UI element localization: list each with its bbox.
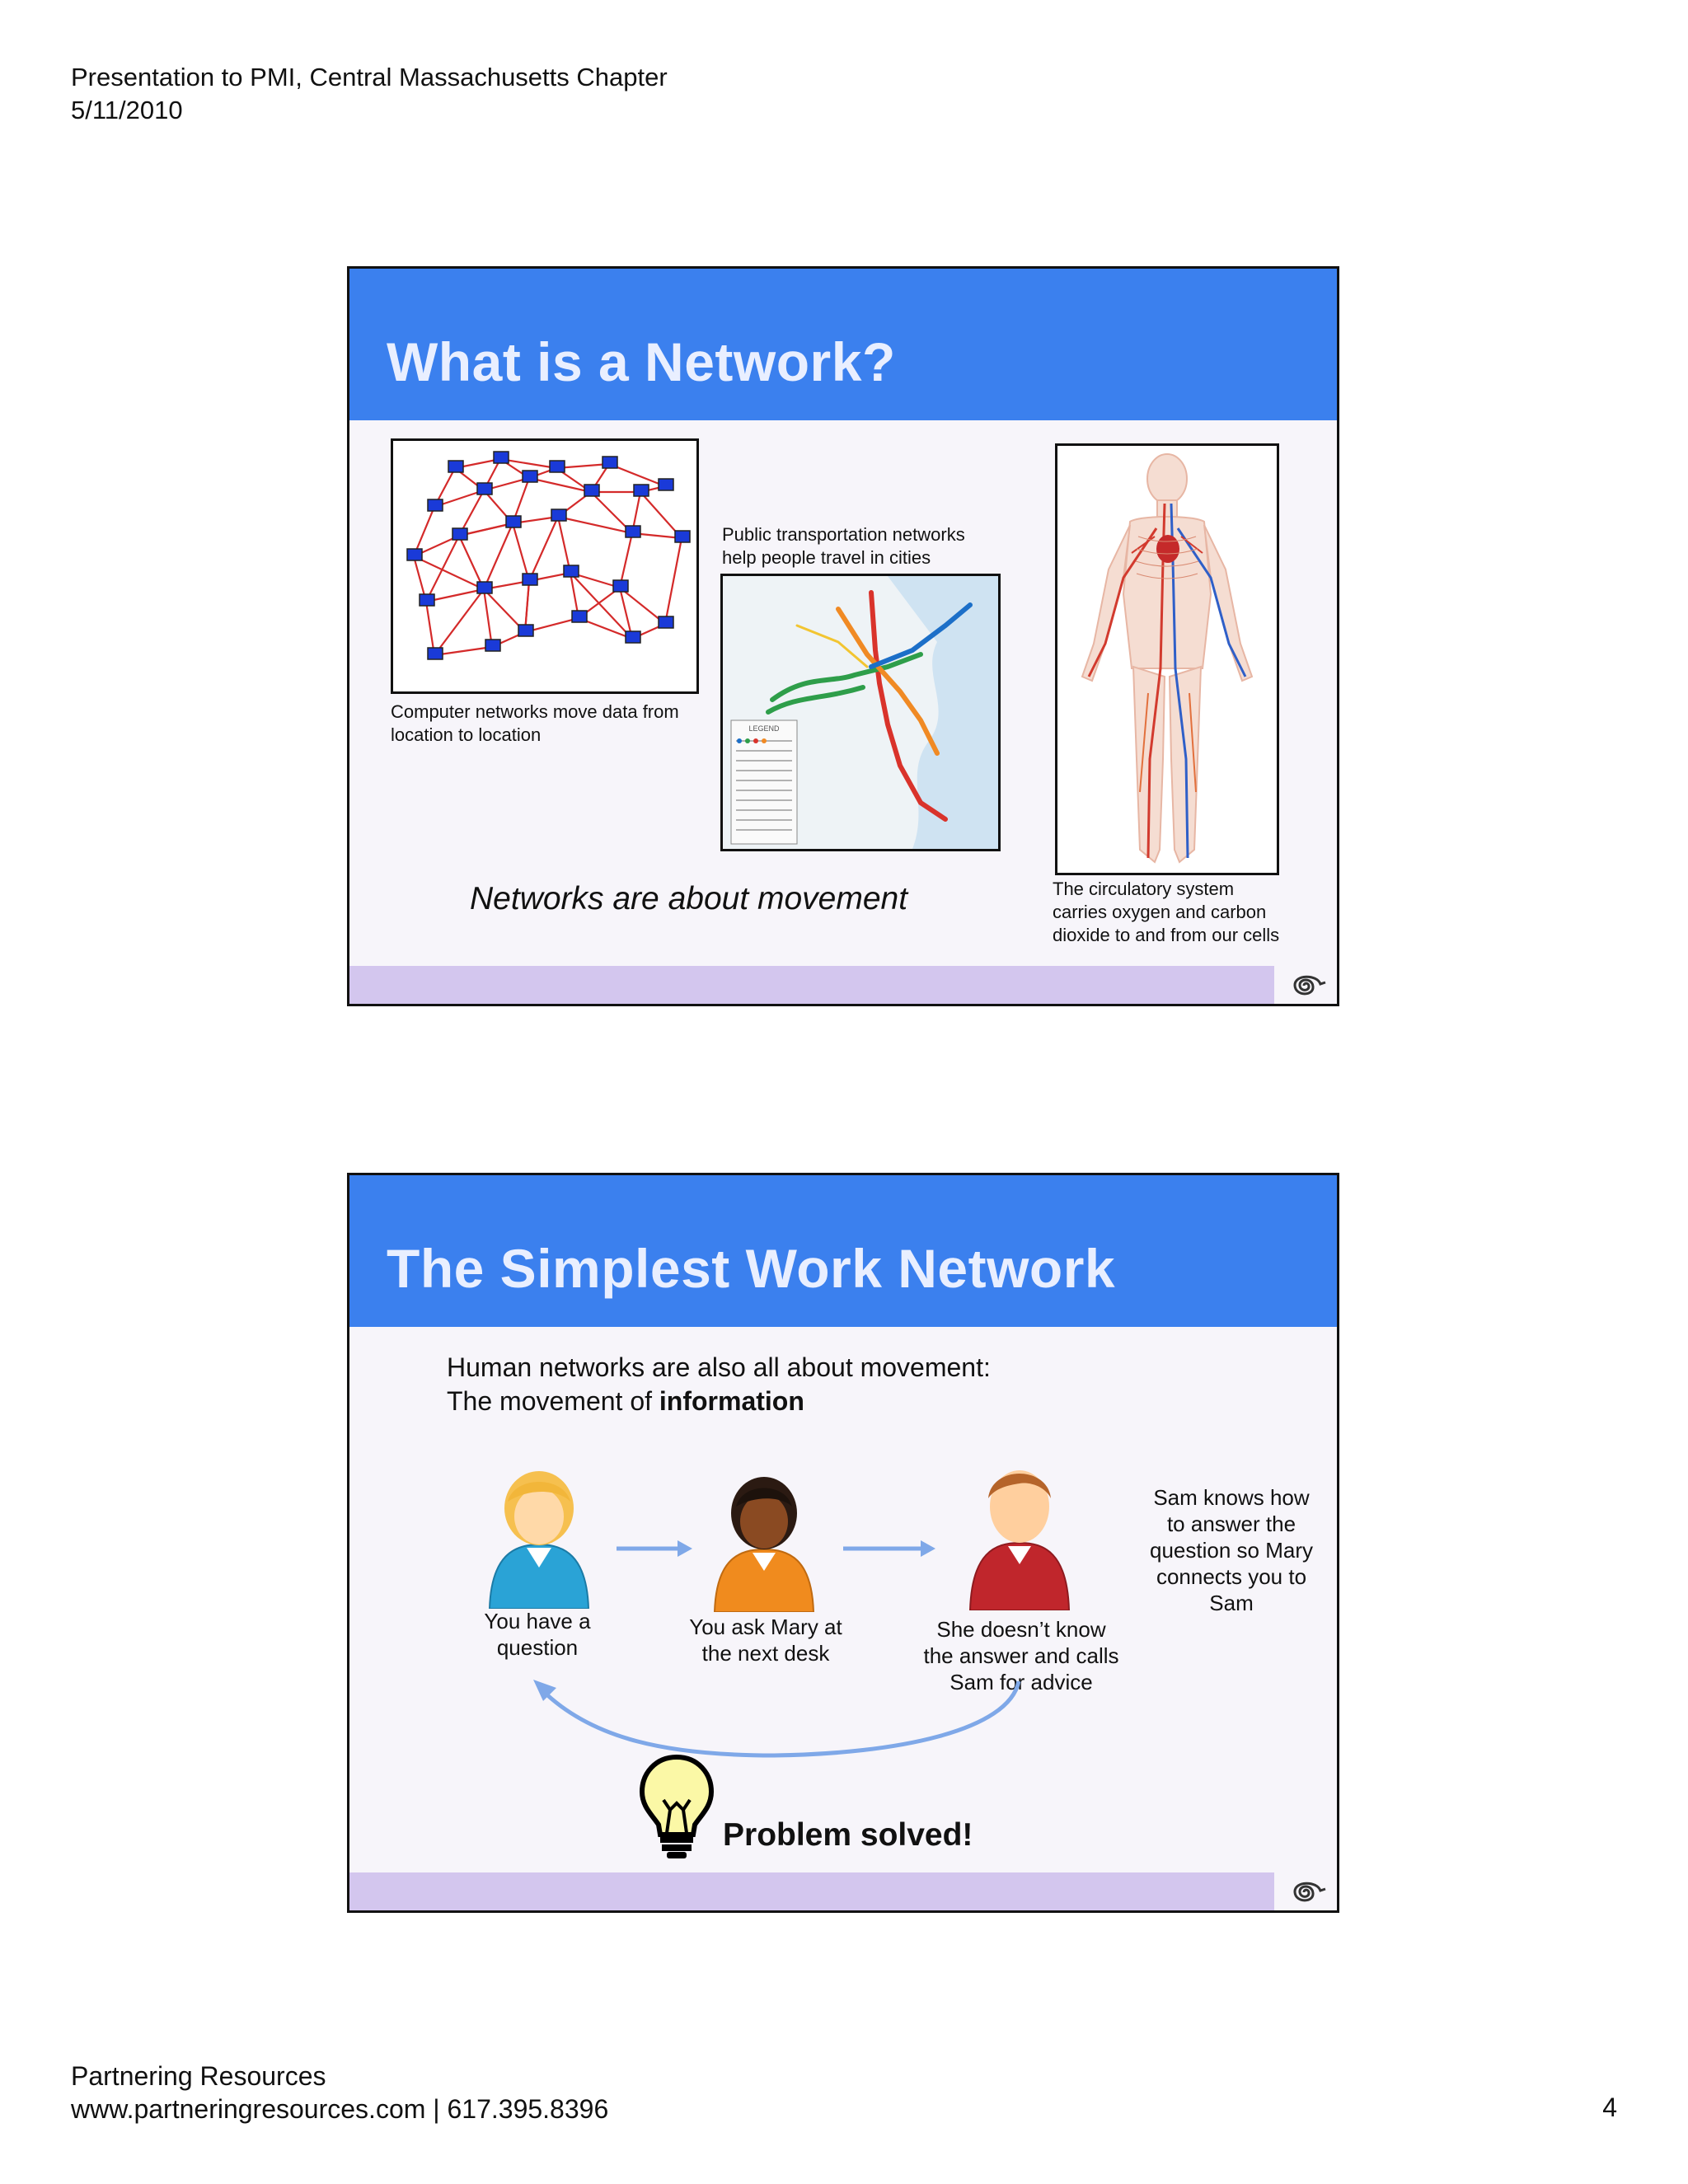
mary-caption-line1: You ask Mary at [689, 1615, 842, 1639]
transit-caption-line2: help people travel in cities [722, 547, 931, 568]
page-number: 4 [1602, 2093, 1617, 2122]
document-header-title: Presentation to PMI, Central Massachuset… [71, 63, 668, 91]
footer-contact: www.partneringresources.com | 617.395.83… [71, 2094, 609, 2124]
slide-title-bar: What is a Network? [349, 269, 1337, 420]
lightbulb-icon [639, 1754, 715, 1858]
spiral-logo-icon [1293, 1882, 1326, 1902]
transit-legend-title: LEGEND [748, 724, 780, 733]
curved-return-arrow-icon [533, 1680, 1021, 1758]
networks-tagline: Networks are about movement [470, 881, 908, 916]
intro-line1: Human networks are also all about moveme… [447, 1352, 991, 1382]
sam-caption: Sam knows how to answer the question so … [1137, 1484, 1326, 1616]
intro-line2-prefix: The movement of [447, 1386, 659, 1416]
slide-title-bar: The Simplest Work Network [349, 1175, 1337, 1327]
person-mary-icon [713, 1477, 815, 1612]
slide-title: The Simplest Work Network [387, 1238, 1116, 1299]
person-sam-icon [968, 1470, 1071, 1610]
circulatory-caption-line3: dioxide to and from our cells [1053, 925, 1280, 945]
she-caption-line1: She doesn’t know [936, 1617, 1106, 1642]
arrow-right-icon [617, 1540, 692, 1557]
you-caption: You have a question [455, 1608, 620, 1661]
transit-map: LEGEND [730, 576, 998, 849]
arrow-right-icon [843, 1540, 935, 1557]
computer-network-diagram [406, 451, 691, 660]
circulatory-caption-line1: The circulatory system [1053, 879, 1235, 899]
she-caption-line2: the answer and calls [923, 1643, 1119, 1668]
mary-caption-line2: the next desk [701, 1641, 830, 1666]
footer-company: Partnering Resources [71, 2061, 326, 2091]
intro-line2: The movement of information [447, 1385, 804, 1418]
you-caption-line2: question [496, 1635, 579, 1660]
sam-caption-line3: question so Mary [1150, 1538, 1313, 1563]
circulatory-caption-line2: carries oxygen and carbon [1053, 902, 1267, 922]
computer-network-caption-line2: location to location [391, 724, 542, 745]
sam-caption-line1: Sam knows how [1153, 1485, 1310, 1510]
spiral-logo-icon [1293, 975, 1326, 996]
circulatory-system-figure [1081, 453, 1254, 864]
slide-simplest-work-network: The Simplest Work Network Human networks… [347, 1173, 1339, 1913]
slide-footer-bar [349, 1872, 1274, 1910]
you-caption-line1: You have a [484, 1609, 591, 1633]
sam-caption-line2: to answer the [1166, 1511, 1296, 1536]
slide-what-is-a-network: What is a Network? [347, 266, 1339, 1006]
document-header-date: 5/11/2010 [71, 96, 183, 124]
sam-caption-line4: connects you to [1156, 1564, 1307, 1589]
computer-network-image [391, 438, 699, 694]
sam-caption-line5: Sam [1209, 1591, 1254, 1615]
person-you-icon [488, 1471, 590, 1609]
transit-caption-line1: Public transportation networks [722, 524, 965, 545]
she-caption: She doesn’t know the answer and calls Sa… [910, 1616, 1132, 1695]
transit-map-image: LEGEND [720, 574, 1001, 851]
slide-title: What is a Network? [387, 331, 896, 392]
she-caption-line3: Sam for advice [950, 1670, 1093, 1694]
problem-solved-text: Problem solved! [723, 1817, 973, 1853]
mary-caption: You ask Mary at the next desk [671, 1614, 860, 1666]
slide-footer-bar [349, 966, 1274, 1004]
intro-line2-bold: information [659, 1386, 804, 1416]
computer-network-caption-line1: Computer networks move data from [391, 701, 679, 722]
circulatory-system-image [1055, 443, 1279, 875]
